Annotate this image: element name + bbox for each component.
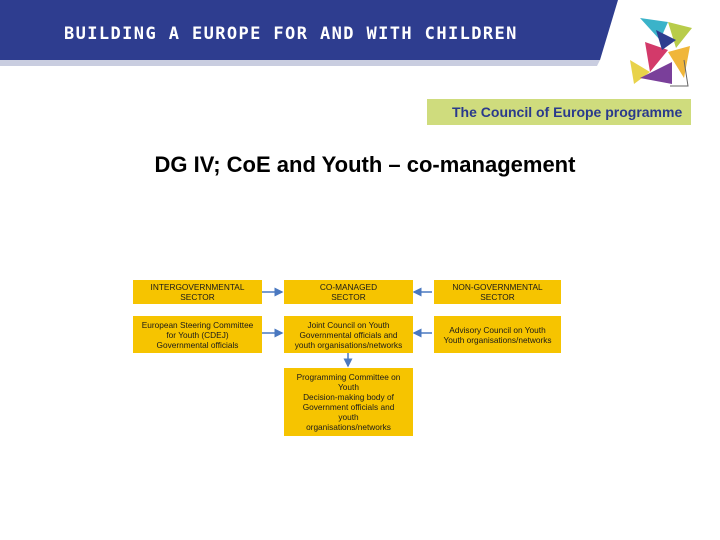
non-governmental-sector-box: NON-GOVERNMENTAL SECTOR bbox=[434, 280, 561, 304]
programme-label: The Council of Europe programme bbox=[452, 104, 683, 120]
joint-council-box: Joint Council on Youth Governmental offi… bbox=[284, 316, 413, 353]
header-banner bbox=[0, 0, 692, 87]
programming-committee-box: Programming Committee on Youth Decision-… bbox=[284, 368, 413, 436]
programme-strip bbox=[427, 99, 691, 125]
advisory-council-box: Advisory Council on Youth Youth organisa… bbox=[434, 316, 561, 353]
co-managed-sector-box: CO-MANAGED SECTOR bbox=[284, 280, 413, 304]
cdej-box: European Steering Committee for Youth (C… bbox=[133, 316, 262, 353]
banner-background bbox=[0, 0, 618, 60]
banner-shadow bbox=[0, 60, 600, 66]
slide-title: DG IV; CoE and Youth – co-management bbox=[154, 152, 576, 177]
intergovernmental-sector-box: INTERGOVERNMENTAL SECTOR bbox=[133, 280, 262, 304]
logo-icon bbox=[630, 18, 692, 87]
banner-title: BUILDING A EUROPE FOR AND WITH CHILDREN bbox=[64, 24, 518, 44]
